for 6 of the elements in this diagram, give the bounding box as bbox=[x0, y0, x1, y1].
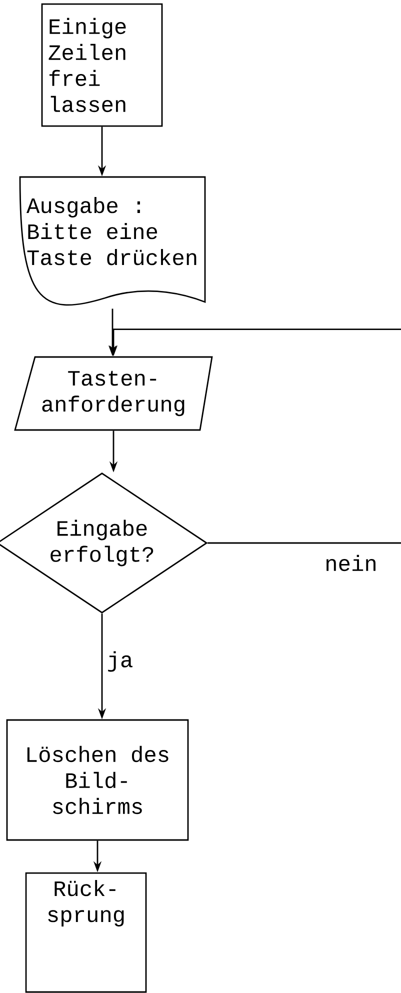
edge-label: ja bbox=[106, 650, 134, 673]
edge-label: nein bbox=[324, 554, 378, 572]
input-parallelogram: Tasten- anforderung bbox=[14, 356, 213, 431]
process-box: Einige Zeilen frei lassen bbox=[41, 3, 163, 127]
process-box: Löschen des Bild- schirms bbox=[6, 719, 189, 841]
process-box: Rück- sprung bbox=[25, 872, 147, 993]
